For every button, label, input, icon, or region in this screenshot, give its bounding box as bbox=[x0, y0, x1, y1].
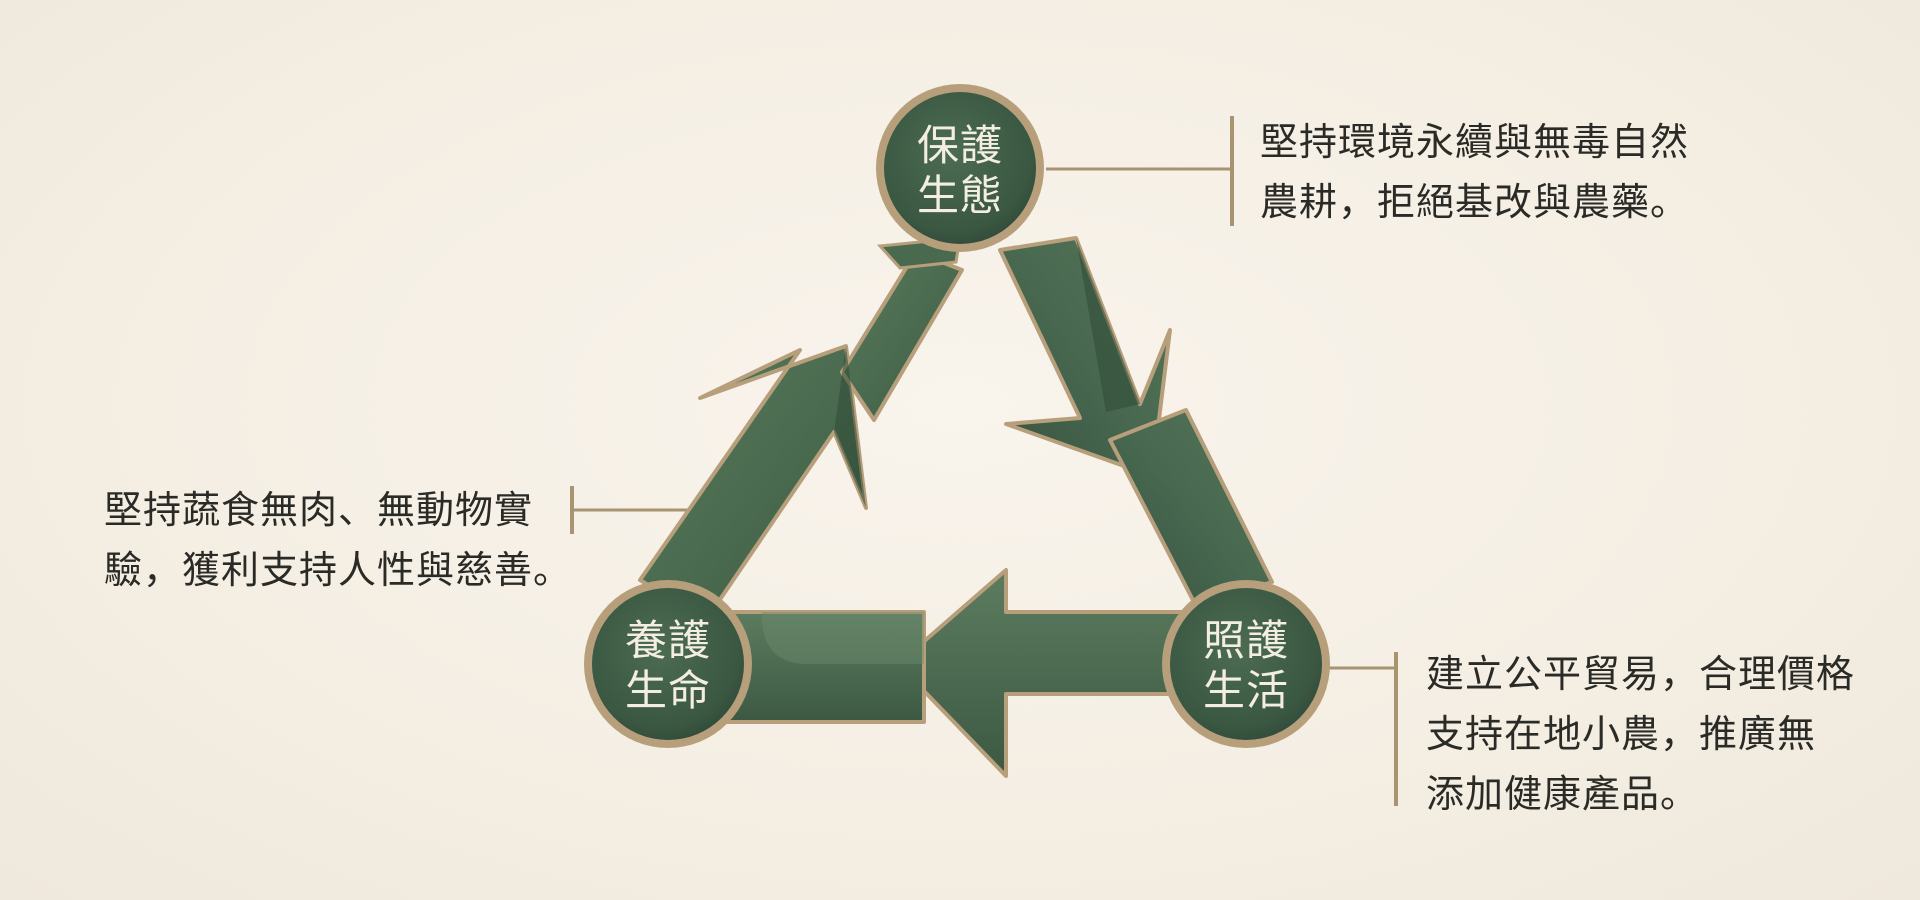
description-left-line1: 堅持蔬食無肉、無動物實 bbox=[104, 488, 534, 532]
node-bottom-right-line1: 照護 bbox=[1203, 616, 1289, 665]
connector-top bbox=[1046, 116, 1234, 226]
arrow-bottom-edge bbox=[706, 568, 1202, 778]
description-right: 建立公平貿易，合理價格 支持在地小農，推廣無 添加健康產品。 bbox=[1426, 644, 1855, 824]
description-top-line1: 堅持環境永續與無毒自然 bbox=[1260, 120, 1690, 164]
node-bottom-right: 照護 生活 bbox=[1162, 580, 1330, 748]
connector-right bbox=[1328, 652, 1398, 806]
node-bottom-right-line2: 生活 bbox=[1203, 666, 1289, 715]
arrow-left-edge bbox=[638, 236, 964, 622]
node-bottom-left: 養護 生命 bbox=[584, 580, 752, 748]
description-left: 堅持蔬食無肉、無動物實 驗，獲利支持人性與慈善。 bbox=[104, 480, 572, 600]
description-left-line2: 驗，獲利支持人性與慈善。 bbox=[104, 548, 573, 592]
node-bottom-left-line1: 養護 bbox=[625, 616, 711, 665]
description-right-line1: 建立公平貿易，合理價格 bbox=[1426, 652, 1856, 696]
description-top: 堅持環境永續與無毒自然 農耕，拒絕基改與農藥。 bbox=[1260, 112, 1689, 232]
node-top-line1: 保護 bbox=[917, 121, 1003, 170]
node-bottom-left-line2: 生命 bbox=[625, 666, 711, 715]
arrow-right-edge bbox=[998, 236, 1274, 608]
node-top: 保護 生態 bbox=[876, 84, 1044, 252]
description-top-line2: 農耕，拒絕基改與農藥。 bbox=[1260, 180, 1690, 224]
node-top-line2: 生態 bbox=[917, 171, 1003, 220]
description-right-line2: 支持在地小農，推廣無 bbox=[1426, 712, 1817, 756]
description-right-line3: 添加健康產品。 bbox=[1426, 772, 1700, 816]
